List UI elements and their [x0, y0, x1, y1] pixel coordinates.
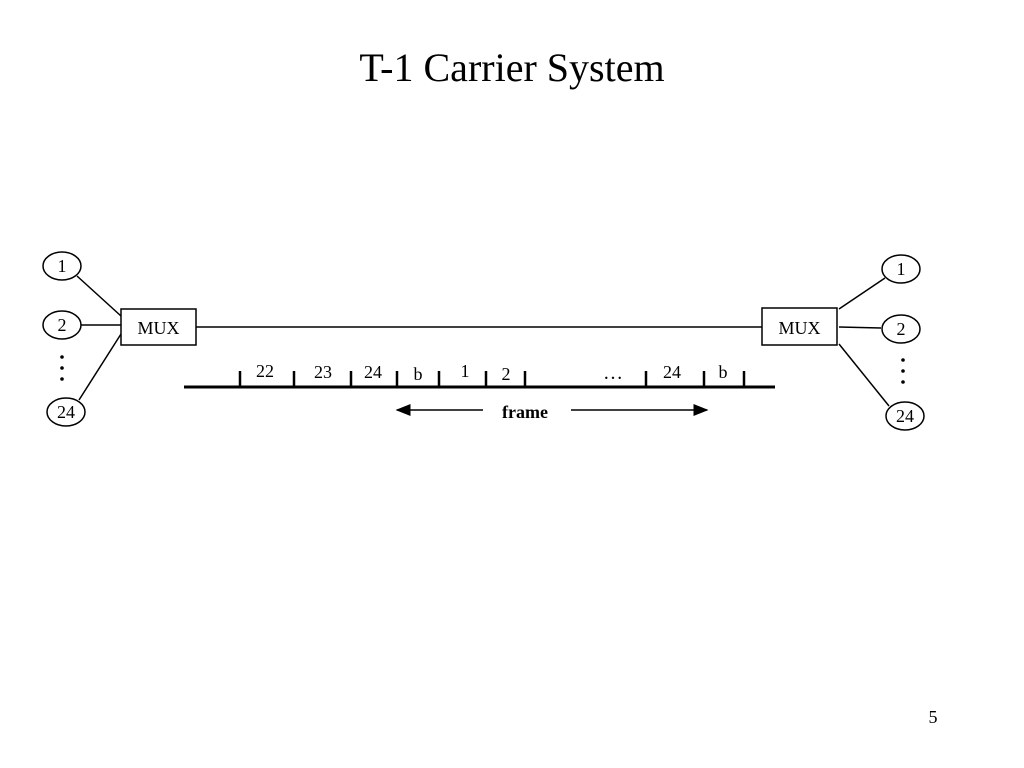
slot-label-23: 23 [314, 362, 332, 382]
left-channel-ellipsis [60, 355, 64, 381]
frame-label: frame [502, 402, 548, 422]
right-mux: MUX [761, 307, 838, 346]
left-channel-1-label: 1 [58, 256, 67, 276]
right-channel-1-label: 1 [897, 259, 906, 279]
slot-label-24: 24 [364, 362, 382, 382]
slot-label-b: b [414, 364, 423, 384]
right-link-24 [838, 343, 890, 407]
right-channel-1: 1 [881, 254, 921, 284]
left-terminal: 1 2 24 MUX [42, 251, 197, 427]
slide-title: T-1 Carrier System [359, 45, 665, 90]
left-channel-24: 24 [46, 397, 86, 427]
slot-label-b-end: b [719, 362, 728, 382]
slot-label-2: 2 [502, 364, 511, 384]
right-channel-ellipsis [901, 358, 905, 384]
left-channel-2-label: 2 [58, 315, 67, 335]
frame-timeline: 22 23 24 b 1 2 … 24 b frame [184, 361, 775, 422]
right-link-1 [838, 277, 886, 310]
right-link-2 [838, 326, 882, 329]
slide-number: 5 [928, 707, 938, 727]
right-channel-2-label: 2 [897, 319, 906, 339]
right-terminal: MUX 1 2 24 [761, 254, 925, 431]
right-channel-24: 24 [885, 401, 925, 431]
left-channel-1: 1 [42, 251, 82, 281]
slot-label-1: 1 [461, 361, 470, 381]
left-mux-label: MUX [137, 318, 179, 338]
left-mux: MUX [120, 308, 197, 346]
right-channel-2: 2 [881, 314, 921, 344]
slot-label-ellipsis: … [603, 362, 623, 384]
slot-label-22: 22 [256, 361, 274, 381]
left-link-24 [78, 333, 122, 401]
left-link-1 [76, 275, 122, 317]
right-channel-24-label: 24 [896, 406, 914, 426]
left-channel-24-label: 24 [57, 402, 75, 422]
slot-label-24-end: 24 [663, 362, 681, 382]
left-channel-2: 2 [42, 310, 82, 340]
right-mux-label: MUX [778, 318, 820, 338]
